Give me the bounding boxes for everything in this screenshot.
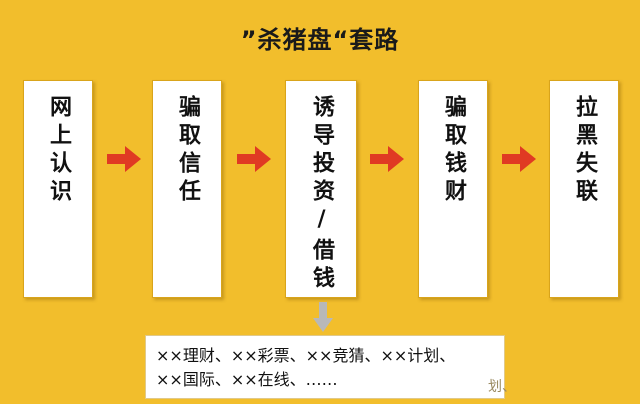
stage-label: 网上认识 [46,95,71,207]
examples-box: ××理财、××彩票、××竞猜、××计划、 ××国际、××在线、…… [145,335,505,399]
right-arrow-icon [370,146,404,172]
right-arrow-icon [237,146,271,172]
right-arrow-icon [107,146,141,172]
stage-label: 骗取信任 [175,95,200,207]
stage-box-gain-trust: 骗取信任 [152,80,222,298]
examples-line: ××理财、××彩票、××竞猜、××计划、 [156,346,456,365]
right-arrow-icon [502,146,536,172]
stage-box-induce-investment: 诱导投资/借钱 [285,80,357,298]
stage-label: 骗取钱财 [441,95,466,207]
stage-box-meet-online: 网上认识 [23,80,93,298]
examples-line: ××国际、××在线、…… [156,370,338,389]
watermark-text: 划、 [488,379,516,395]
stage-label: 拉黑失联 [572,95,597,207]
stage-box-defraud-money: 骗取钱财 [418,80,488,298]
down-arrow-icon [313,302,333,332]
diagram-title: ”杀猪盘“套路 [240,26,400,54]
stage-label: 诱导投资/借钱 [309,95,334,294]
stage-box-block-disappear: 拉黑失联 [549,80,619,298]
